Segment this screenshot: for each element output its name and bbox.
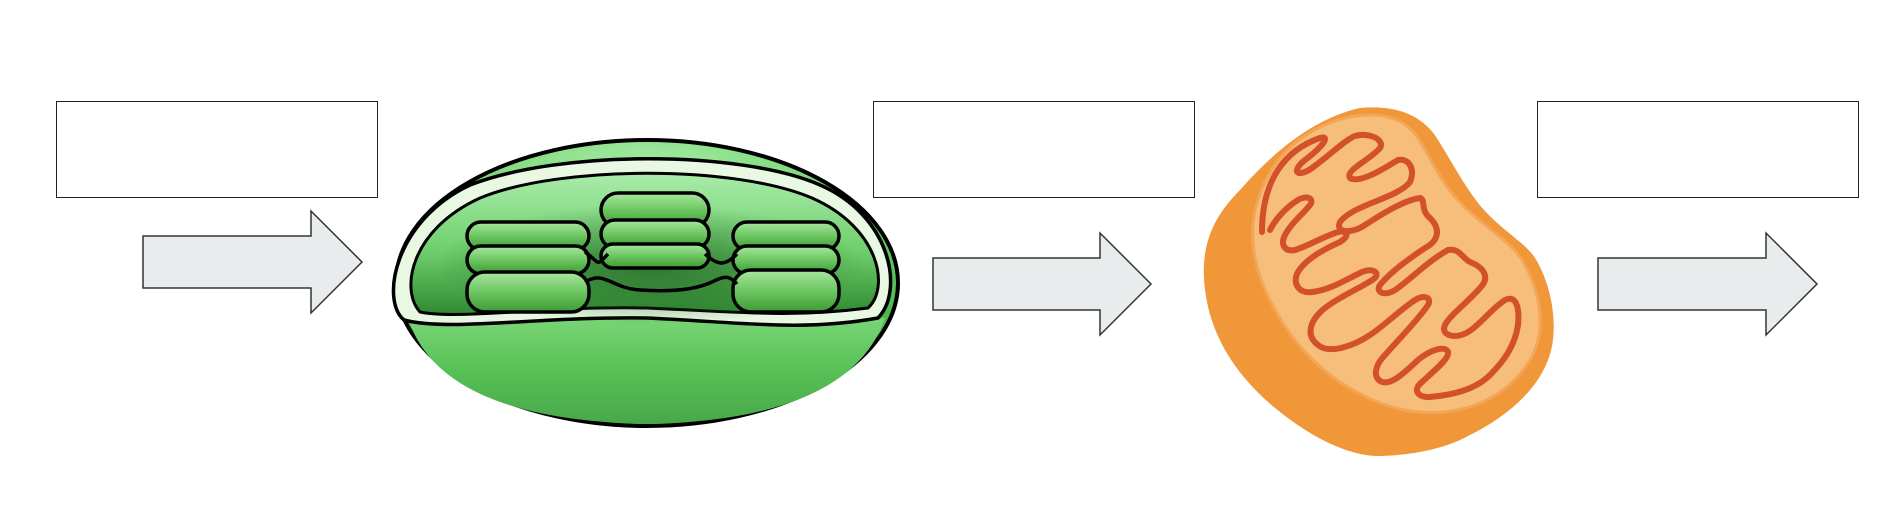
label-box-1 — [56, 101, 378, 198]
right-arrow-icon — [1597, 231, 1819, 337]
mitochondrion-icon — [1203, 107, 1554, 456]
right-arrow-icon — [932, 231, 1153, 337]
right-arrow-icon — [142, 209, 364, 315]
label-box-2 — [873, 101, 1195, 198]
label-box-3 — [1537, 101, 1859, 198]
chloroplast-icon — [391, 138, 900, 428]
